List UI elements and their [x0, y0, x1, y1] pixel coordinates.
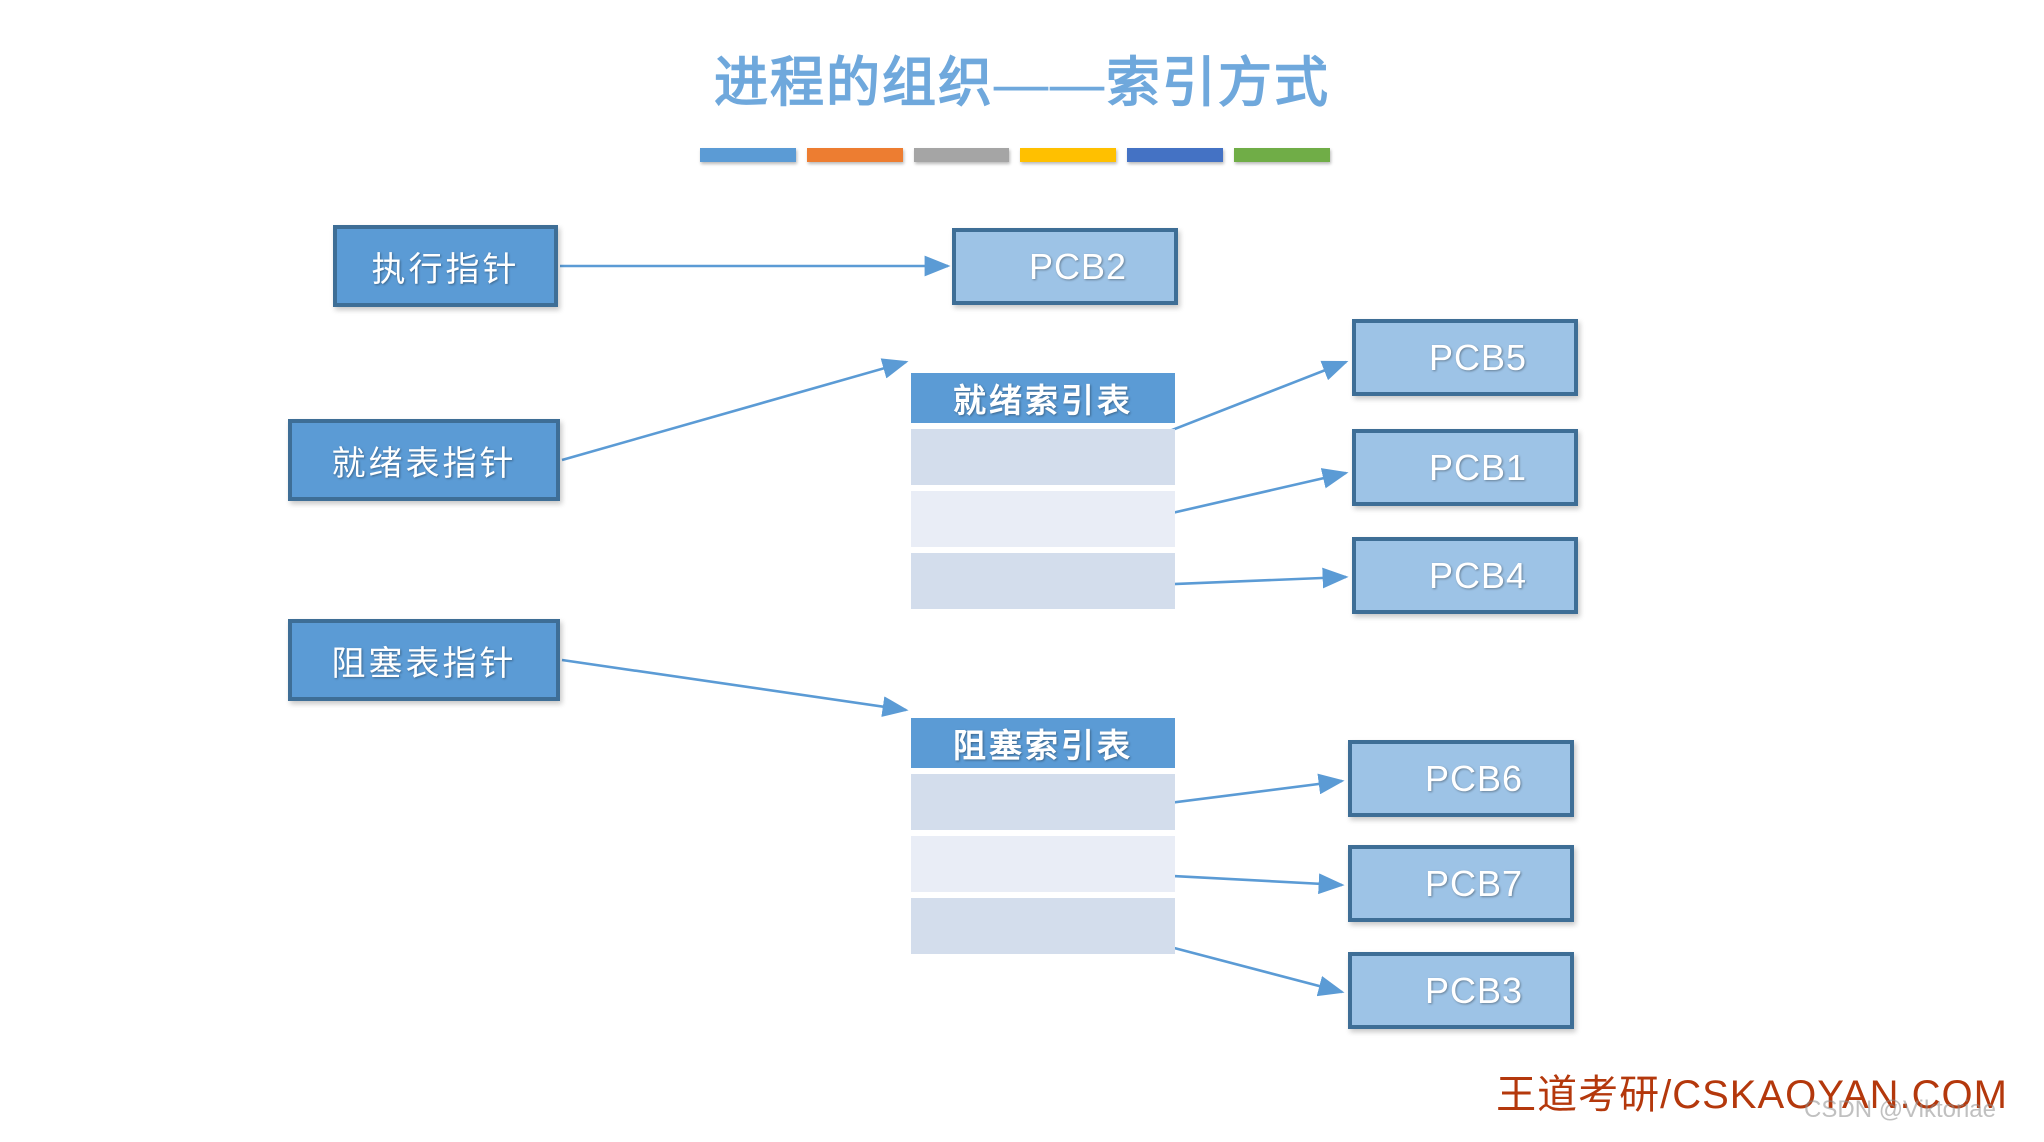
pcb-block-label: PCB6 [1424, 757, 1524, 799]
pcb-block-label: PCB5 [1428, 336, 1528, 378]
ready-index-table-row-1[interactable] [911, 429, 1175, 485]
ready-index-table-row-2[interactable] [911, 491, 1175, 547]
blocked-pointer-label: 阻塞表指针 [331, 645, 517, 683]
pcb-block-pcb6[interactable]: PCB6 [1348, 740, 1574, 817]
ready-index-table: 就绪索引表 [911, 373, 1175, 609]
arrow-ready-to-table [561, 358, 909, 462]
running-pointer-box[interactable]: 执行指针 [333, 225, 558, 307]
blocked-index-table-row-3[interactable] [911, 898, 1175, 954]
blocked-index-table-header: 阻塞索引表 [911, 718, 1175, 768]
blocked-pointer-box[interactable]: 阻塞表指针 [288, 619, 560, 701]
blocked-index-table-row-1[interactable] [911, 774, 1175, 830]
ready-index-table-row-3[interactable] [911, 553, 1175, 609]
footer-brand: 王道考研/CSKAOYAN.COM [1496, 1073, 2008, 1117]
blocked-index-table-row-2[interactable] [911, 836, 1175, 892]
pcb-block-label: PCB4 [1428, 554, 1528, 596]
ready-pointer-label: 就绪表指针 [331, 445, 517, 483]
footer-watermark: CSDN @Viktoriae [1804, 1096, 1996, 1123]
arrow-blocked-to-table [561, 658, 909, 717]
pcb-block-pcb2[interactable]: PCB2 [952, 228, 1178, 305]
accent-bar-green [1234, 148, 1330, 162]
pcb-block-label: PCB3 [1424, 969, 1524, 1011]
pcb-block-pcb3[interactable]: PCB3 [1348, 952, 1574, 1029]
title-accent-bars [700, 148, 1330, 162]
pcb-block-pcb4[interactable]: PCB4 [1352, 537, 1578, 614]
running-pointer-label: 执行指针 [371, 251, 520, 289]
accent-bar-orange [806, 148, 903, 162]
accent-bar-darkblue [1127, 148, 1224, 162]
accent-bar-blue [700, 148, 796, 162]
accent-bar-yellow [1020, 148, 1117, 162]
pcb-block-label: PCB2 [1028, 245, 1128, 287]
pcb-block-label: PCB7 [1424, 862, 1524, 904]
pcb-block-pcb7[interactable]: PCB7 [1348, 845, 1574, 922]
accent-bar-gray [913, 148, 1010, 162]
page-title: 进程的组织——索引方式 [714, 53, 1330, 113]
pcb-block-pcb1[interactable]: PCB1 [1352, 429, 1578, 506]
pcb-block-label: PCB1 [1428, 446, 1528, 488]
ready-pointer-box[interactable]: 就绪表指针 [288, 419, 560, 501]
blocked-index-table: 阻塞索引表 [911, 718, 1175, 954]
ready-index-table-header: 就绪索引表 [911, 373, 1175, 423]
pcb-block-pcb5[interactable]: PCB5 [1352, 319, 1578, 396]
